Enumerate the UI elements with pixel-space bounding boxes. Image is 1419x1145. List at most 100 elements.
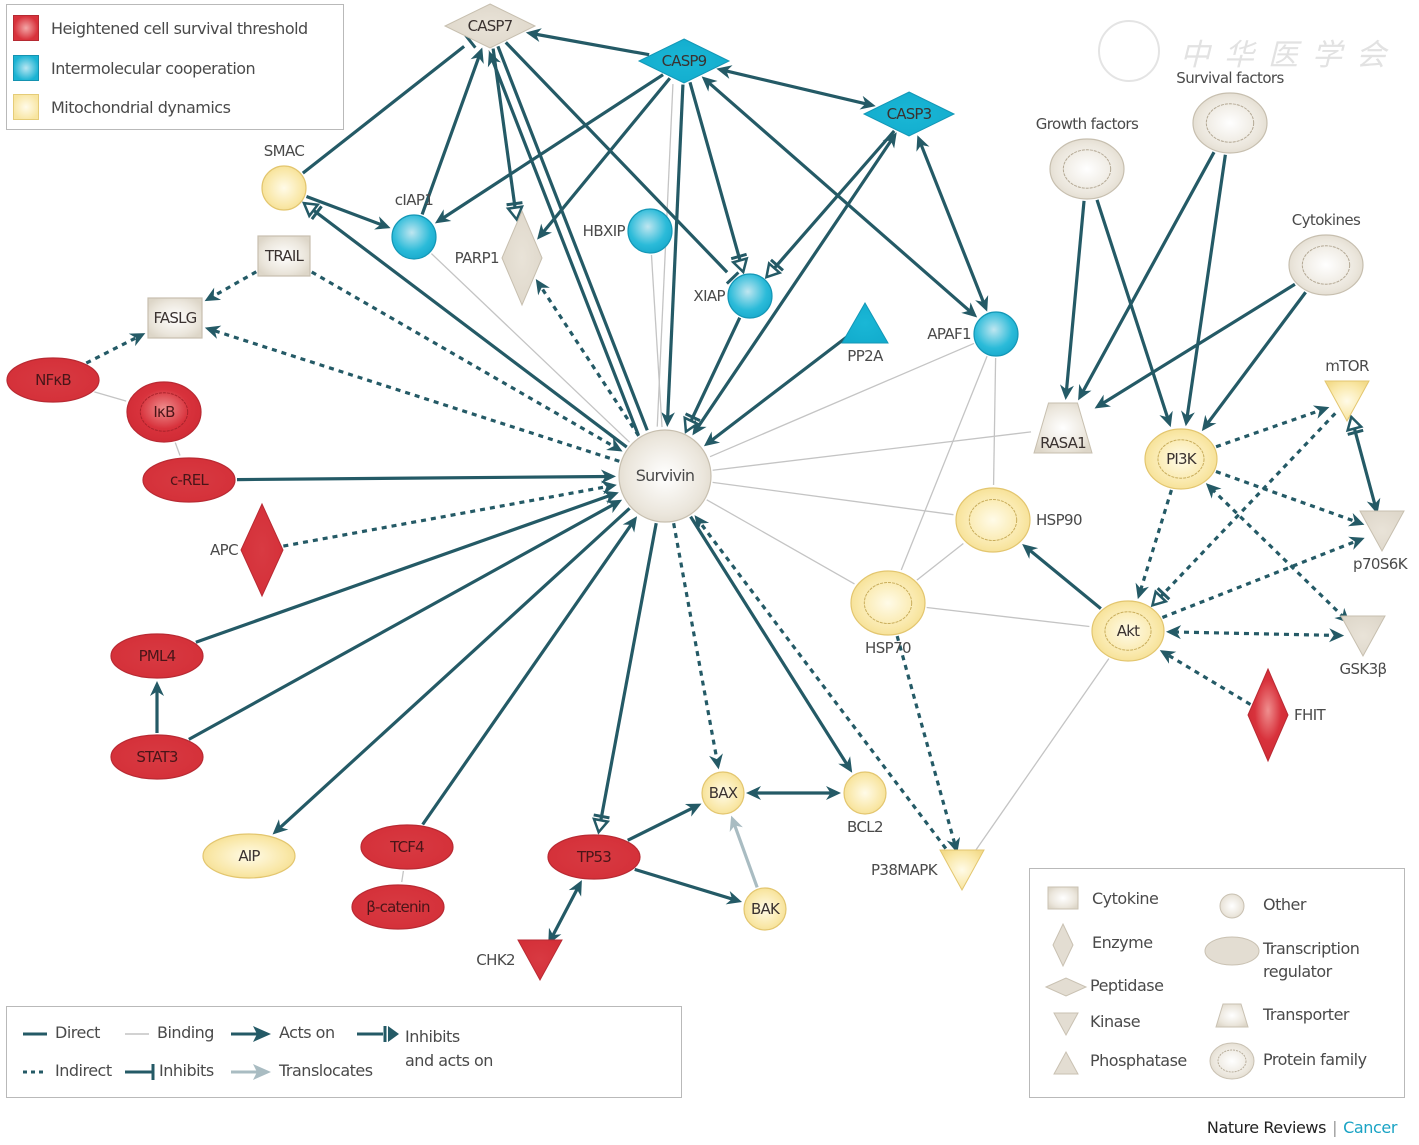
node-hsp70[interactable]: HSP70	[850, 570, 926, 657]
node-casp9[interactable]: CASP9	[637, 38, 731, 84]
red-swatch-icon	[13, 15, 39, 41]
node-stat3[interactable]: STAT3	[110, 734, 204, 780]
p38mapk-label: P38MAPK	[871, 861, 939, 879]
arrowhead-icon	[150, 681, 164, 696]
shape-legend-label-peptidase: Peptidase	[1090, 976, 1164, 995]
node-nfkb[interactable]: NFκB	[6, 357, 100, 403]
node-mtor[interactable]: mTOR	[1324, 357, 1370, 423]
edge-line-binding	[926, 606, 1090, 628]
tp53-shape-icon	[547, 834, 641, 880]
hsp70-label: HSP70	[865, 639, 911, 657]
arrowhead-icon	[1312, 405, 1330, 419]
arrowhead-icon	[660, 411, 675, 428]
arrowhead-icon	[606, 437, 623, 452]
node-cytok[interactable]: Cytokines	[1288, 211, 1364, 296]
edge-tcf4-to-survivin	[421, 516, 638, 826]
arrowhead-icon	[374, 216, 391, 230]
node-bax[interactable]: BAX	[701, 771, 745, 815]
edge-ciap1-to-survivin	[430, 253, 630, 443]
node-rasa1[interactable]: RASA1	[1033, 402, 1093, 454]
rasa1-label: RASA1	[1040, 434, 1086, 452]
hsp90-shape-icon	[955, 487, 1031, 553]
node-apaf1[interactable]: APAF1	[927, 311, 1019, 357]
node-casp7[interactable]: CASP7	[443, 3, 537, 49]
edge-survivin-to-hsp70	[706, 499, 855, 585]
node-p70s6k[interactable]: p70S6K	[1353, 510, 1409, 573]
node-p38mapk[interactable]: P38MAPK	[871, 849, 985, 892]
arrowhead-icon	[605, 499, 623, 514]
arrowhead-icon	[1060, 384, 1074, 401]
stat3-shape-icon	[110, 734, 204, 780]
edge-line-acts	[1205, 291, 1307, 426]
node-fhit[interactable]: FHIT	[1247, 667, 1327, 763]
node-pml4[interactable]: PML4	[110, 633, 204, 679]
edge-line-acts	[1027, 547, 1102, 610]
inhibit-act-head-icon-bar	[1347, 428, 1364, 436]
node-trail[interactable]: TRAIL	[257, 235, 311, 277]
category-legend-label: Heightened cell survival threshold	[51, 18, 308, 38]
category-legend-item-yellow: Mitochondrial dynamics	[13, 94, 231, 120]
edge-growth-to-pi3k	[1095, 199, 1173, 428]
edge-line-indirect_acts	[895, 635, 957, 846]
node-smac[interactable]: SMAC	[261, 142, 307, 211]
node-crel[interactable]: c-REL	[142, 457, 236, 503]
arrowhead-icon	[1022, 543, 1039, 559]
node-bak[interactable]: BAK	[743, 887, 787, 931]
edge-line-indirect_acts	[1138, 489, 1173, 592]
edge-pi3k-to-gsk3b	[1205, 483, 1351, 624]
node-ciap1[interactable]: cIAP1	[391, 191, 437, 260]
arrowhead-icon	[975, 295, 989, 312]
node-parp1[interactable]: PARP1	[455, 209, 543, 307]
node-hsp90[interactable]: HSP90	[955, 487, 1083, 553]
survivin-label: Survivin	[636, 466, 694, 485]
tp53-label: TP53	[576, 848, 611, 866]
node-apc[interactable]: APC	[210, 502, 284, 598]
category-legend-label: Intermolecular cooperation	[51, 58, 256, 78]
node-bcl2[interactable]: BCL2	[843, 771, 887, 836]
edge-survivin-to-bax	[672, 522, 723, 770]
node-akt[interactable]: Akt	[1091, 600, 1165, 662]
node-gsk3b[interactable]: GSK3β	[1339, 615, 1387, 678]
edge-apaf1-to-survivin	[709, 342, 975, 458]
inhibit-bar-icon	[725, 271, 740, 285]
node-hbxip[interactable]: HBXIP	[583, 208, 673, 254]
edge-ikb-to-crel	[174, 442, 181, 456]
node-tcf4[interactable]: TCF4	[360, 824, 454, 870]
arrowhead-icon	[272, 819, 289, 835]
edge-line-acts	[634, 867, 735, 902]
edge-cytok-to-rasa1	[1094, 282, 1296, 409]
node-faslg[interactable]: FASLG	[147, 297, 203, 339]
node-pi3k[interactable]: PI3K	[1144, 428, 1218, 490]
node-casp3[interactable]: CASP3	[862, 91, 956, 137]
chk2-shape-icon	[517, 939, 563, 982]
node-ikb[interactable]: IκB	[126, 381, 202, 443]
node-chk2[interactable]: CHK2	[476, 939, 563, 982]
edge-stat3-to-pml4	[150, 681, 164, 733]
node-pp2a[interactable]: PP2A	[841, 301, 889, 365]
edge-mtor-to-akt	[1150, 412, 1337, 608]
node-bcatenin[interactable]: β-catenin	[351, 884, 445, 930]
shape-legend-label-transcription-2: regulator	[1263, 962, 1332, 981]
crel-shape-icon	[142, 457, 236, 503]
edge-akt-to-gsk3b	[1165, 625, 1345, 643]
edge-legend-glyphs	[23, 1026, 399, 1080]
inhibit-act-head-icon-bar	[506, 201, 523, 207]
arrowhead-icon	[128, 333, 146, 347]
arrowhead-icon	[1165, 625, 1182, 640]
node-growth[interactable]: Growth factors	[1036, 115, 1140, 200]
edge-line-acts	[236, 474, 609, 482]
node-survivin[interactable]: Survivin	[618, 429, 712, 523]
bcatenin-label: β-catenin	[366, 898, 430, 916]
cytokine-shape-icon	[1047, 886, 1079, 910]
edge-p38mapk-to-survivin	[694, 515, 954, 858]
edge-mtor-to-p70s6k	[1345, 414, 1381, 515]
edge-line-indirect_acts	[310, 270, 617, 449]
inhibits-line-icon	[125, 1064, 155, 1080]
translocates-arrow-icon	[231, 1064, 271, 1080]
node-aip[interactable]: AIP	[202, 833, 296, 879]
node-survf[interactable]: Survival factors	[1176, 69, 1285, 154]
node-xiap[interactable]: XIAP	[693, 273, 773, 319]
enzyme-shape-icon	[1052, 922, 1074, 968]
edge-line-binding	[401, 870, 405, 883]
node-tp53[interactable]: TP53	[547, 834, 641, 880]
